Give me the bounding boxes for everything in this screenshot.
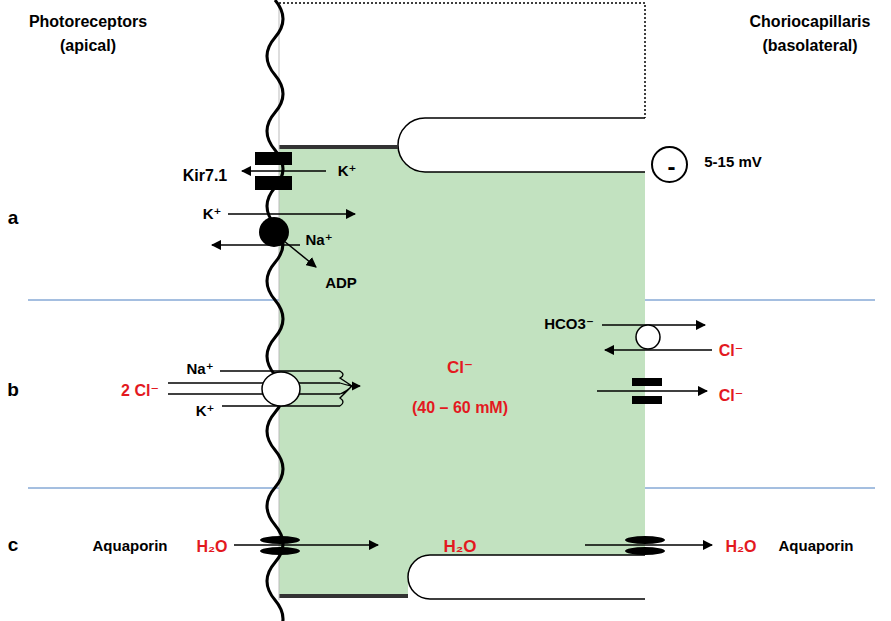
- ion-label: HCO3⁻: [544, 315, 594, 333]
- concentration-text: (40 – 60 mM): [412, 398, 508, 417]
- flux-arrow: [605, 349, 712, 351]
- ion-label: Cl⁻: [719, 341, 743, 360]
- section-letter: b: [7, 379, 19, 402]
- ion-label: Na⁺: [305, 231, 332, 249]
- aquaporin-symbol: [625, 536, 665, 544]
- molecule-label: H₂O: [725, 537, 756, 556]
- flux-arrow: [234, 544, 378, 546]
- concentration-text: Cl⁻: [447, 358, 473, 378]
- section-letter: c: [8, 534, 19, 557]
- region-heading: Photoreceptors (apical): [29, 10, 147, 58]
- molecule-label: H₂O: [196, 537, 227, 556]
- na-k-pump: [259, 217, 289, 247]
- region-heading: Choriocapillaris (basolateral): [750, 10, 871, 58]
- anion-exchanger: [636, 325, 660, 349]
- aquaporin-symbol: [625, 547, 665, 555]
- ion-label: K⁺: [196, 402, 215, 420]
- concentration-text: H₂O: [443, 537, 476, 557]
- aquaporin-symbol: [260, 547, 300, 555]
- chloride-channel: [632, 378, 662, 386]
- flux-arrow: [228, 213, 355, 215]
- flux-arrow: [350, 385, 360, 386]
- neighbour-cell: [279, 3, 645, 118]
- flux-arrow: [242, 170, 326, 172]
- flux-arrow: [585, 544, 712, 546]
- ion-label: K⁺: [203, 205, 222, 223]
- rpe-cell-region: Cl⁻ (40 – 60 mM) H₂O: [279, 147, 645, 596]
- flux-arrow: [212, 244, 300, 246]
- ion-label: Cl⁻: [719, 386, 743, 405]
- kir-channel: [255, 152, 292, 165]
- tight-junction: [279, 145, 398, 149]
- intercellular-space: [398, 118, 645, 172]
- section-letter: a: [8, 207, 19, 230]
- flux-arrow: [168, 393, 340, 394]
- molecule-label: ADP: [325, 274, 357, 292]
- nkcc-cotransporter: [262, 372, 300, 406]
- aquaporin-symbol: [260, 536, 300, 544]
- flux-arrow: [168, 382, 340, 383]
- channel-name: Kir7.1: [183, 166, 227, 185]
- channel-name: Aquaporin: [779, 537, 854, 555]
- potential-circle: -: [651, 146, 688, 183]
- apical-microvilli: [267, 0, 283, 621]
- potential-sign: -: [668, 152, 676, 181]
- chloride-channel: [632, 396, 662, 404]
- ion-label: Na⁺: [186, 360, 213, 378]
- channel-name: Aquaporin: [93, 537, 168, 555]
- ion-label: 2 Cl⁻: [121, 381, 159, 400]
- flux-merge: [340, 371, 352, 406]
- ion-label: K⁺: [338, 162, 357, 180]
- potential-value: 5-15 mV: [704, 153, 762, 171]
- tight-junction: [279, 594, 408, 598]
- kir-channel: [255, 176, 292, 190]
- flux-arrow: [597, 390, 707, 392]
- intercellular-space: [408, 555, 645, 599]
